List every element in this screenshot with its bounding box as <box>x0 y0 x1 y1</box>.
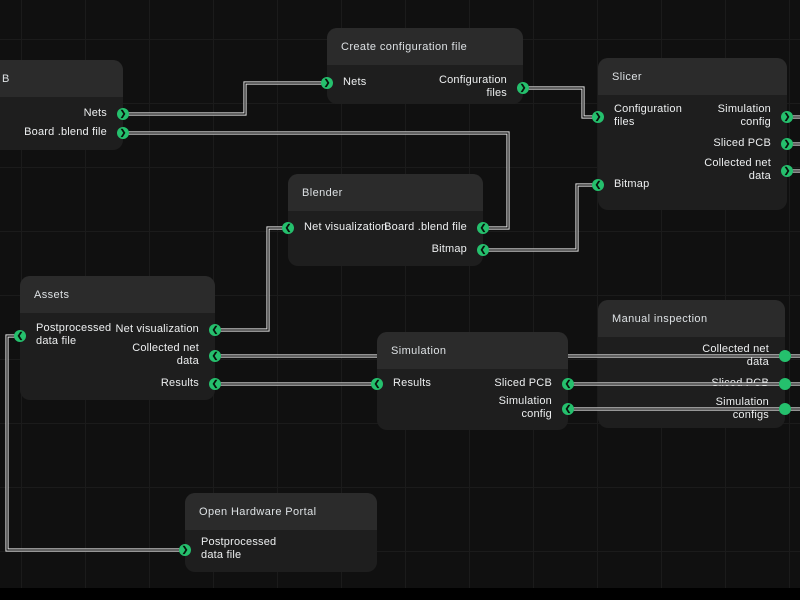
port-slicer-simulation-config-out-icon[interactable]: ❯ <box>781 111 793 123</box>
port-assets-results-in-icon[interactable]: ❮ <box>209 378 221 390</box>
node-title: Open Hardware Portal <box>199 505 317 518</box>
node-assets-header[interactable]: Assets <box>20 276 215 313</box>
port-simulation-results-icon[interactable]: ❮ <box>371 378 383 390</box>
node-create-configuration-file-header[interactable]: Create configuration file <box>327 28 523 65</box>
port-label-board-blend-file: Board .blend file <box>384 221 467 233</box>
port-label-results: Results <box>393 377 432 389</box>
port-pcb-board-blend-file-out-icon[interactable]: ❯ <box>117 127 129 139</box>
node-title: Slicer <box>612 70 642 83</box>
port-blender-bitmap-in-icon[interactable]: ❮ <box>477 244 489 256</box>
node-title: Simulation <box>391 344 447 357</box>
port-label-collected-net-data: Collected net data <box>702 343 769 368</box>
edge-configuration-files[interactable] <box>523 86 598 119</box>
node-title: Create configuration file <box>341 40 468 53</box>
port-manual-inspection-sliced-pcb[interactable] <box>779 378 791 390</box>
port-blender-board-blend-file-in-icon[interactable]: ❮ <box>477 222 489 234</box>
port-assets-net-visualization-in-icon[interactable]: ❮ <box>209 324 221 336</box>
node-pcb-header[interactable]: B <box>0 60 123 97</box>
port-slicer-bitmap-icon[interactable]: ❮ <box>592 179 604 191</box>
port-label-simulation-configs: Simulation configs <box>715 396 769 421</box>
node-title: Blender <box>302 186 343 199</box>
port-slicer-configuration-files-in-icon[interactable]: ❯ <box>592 111 604 123</box>
port-slicer-sliced-pcb-out-icon[interactable]: ❯ <box>781 138 793 150</box>
port-label-bitmap: Bitmap <box>431 243 467 255</box>
port-open-hardware-portal-postprocessed-data-file-in-icon[interactable]: ❯ <box>179 544 191 556</box>
node-simulation-header[interactable]: Simulation <box>377 332 568 369</box>
port-simulation-sliced-pcb-in-icon[interactable]: ❮ <box>562 378 574 390</box>
bottom-bar <box>0 588 800 600</box>
port-label-nets: Nets <box>343 76 367 88</box>
port-label-results: Results <box>160 377 199 389</box>
port-label-bitmap: Bitmap <box>614 178 650 190</box>
port-pcb-nets-out-icon[interactable]: ❯ <box>117 108 129 120</box>
port-assets-collected-net-data-in-icon[interactable]: ❮ <box>209 350 221 362</box>
node-simulation[interactable]: Simulation Results Sliced PCB Simulation… <box>377 332 568 430</box>
port-label-collected-net-data: Collected net data <box>132 342 199 367</box>
port-slicer-collected-net-data-out-icon[interactable]: ❯ <box>781 165 793 177</box>
port-simulation-simulation-config-in-icon[interactable]: ❮ <box>562 403 574 415</box>
edge-bitmap[interactable] <box>483 183 598 252</box>
edge-net-visualization[interactable] <box>215 226 288 332</box>
port-label-simulation-config: Simulation config <box>498 395 552 420</box>
port-label-simulation-config: Simulation config <box>717 103 771 128</box>
node-manual-inspection-header[interactable]: Manual inspection <box>598 300 785 337</box>
port-create-config-configuration-files-out-icon[interactable]: ❯ <box>517 82 529 94</box>
node-blender[interactable]: Blender Net visualization Board .blend f… <box>288 174 483 266</box>
node-open-hardware-portal[interactable]: Open Hardware Portal Postprocessed data … <box>185 493 377 572</box>
port-label-net-visualization: Net visualization <box>115 323 199 335</box>
port-label-configuration-files: Configuration files <box>438 74 507 99</box>
node-title: Assets <box>34 288 70 301</box>
port-label-configuration-files: Configuration files <box>614 103 683 128</box>
node-blender-header[interactable]: Blender <box>288 174 483 211</box>
port-manual-inspection-simulation-configs[interactable] <box>779 403 791 415</box>
port-blender-net-visualization-icon[interactable]: ❮ <box>282 222 294 234</box>
port-label-sliced-pcb: Sliced PCB <box>713 137 771 149</box>
port-label-postprocessed-data-file: Postprocessed data file <box>36 322 112 347</box>
port-label-net-visualization: Net visualization <box>304 221 388 233</box>
port-label-board-blend-file: Board .blend file <box>24 126 107 138</box>
node-title: B <box>2 72 10 85</box>
node-open-hardware-portal-header[interactable]: Open Hardware Portal <box>185 493 377 530</box>
port-label-nets: Nets <box>83 107 107 119</box>
port-label-collected-net-data: Collected net data <box>704 157 771 182</box>
node-slicer-header[interactable]: Slicer <box>598 58 787 95</box>
node-assets[interactable]: Assets Postprocessed data file Net visua… <box>20 276 215 400</box>
port-manual-inspection-collected-net-data[interactable] <box>779 350 791 362</box>
port-create-config-nets-in-icon[interactable]: ❯ <box>321 77 333 89</box>
port-label-postprocessed-data-file: Postprocessed data file <box>201 536 277 561</box>
node-manual-inspection[interactable]: Manual inspection Collected net data Sli… <box>598 300 785 428</box>
node-slicer[interactable]: Slicer Configuration files Bitmap Simula… <box>598 58 787 210</box>
node-title: Manual inspection <box>612 312 708 325</box>
port-label-sliced-pcb: Sliced PCB <box>494 377 552 389</box>
port-assets-postprocessed-data-file-icon[interactable]: ❮ <box>14 330 26 342</box>
edge-nets[interactable] <box>123 81 327 116</box>
node-create-configuration-file[interactable]: Create configuration file Nets Configura… <box>327 28 523 104</box>
node-pcb[interactable]: B Nets Board .blend file <box>0 60 123 150</box>
